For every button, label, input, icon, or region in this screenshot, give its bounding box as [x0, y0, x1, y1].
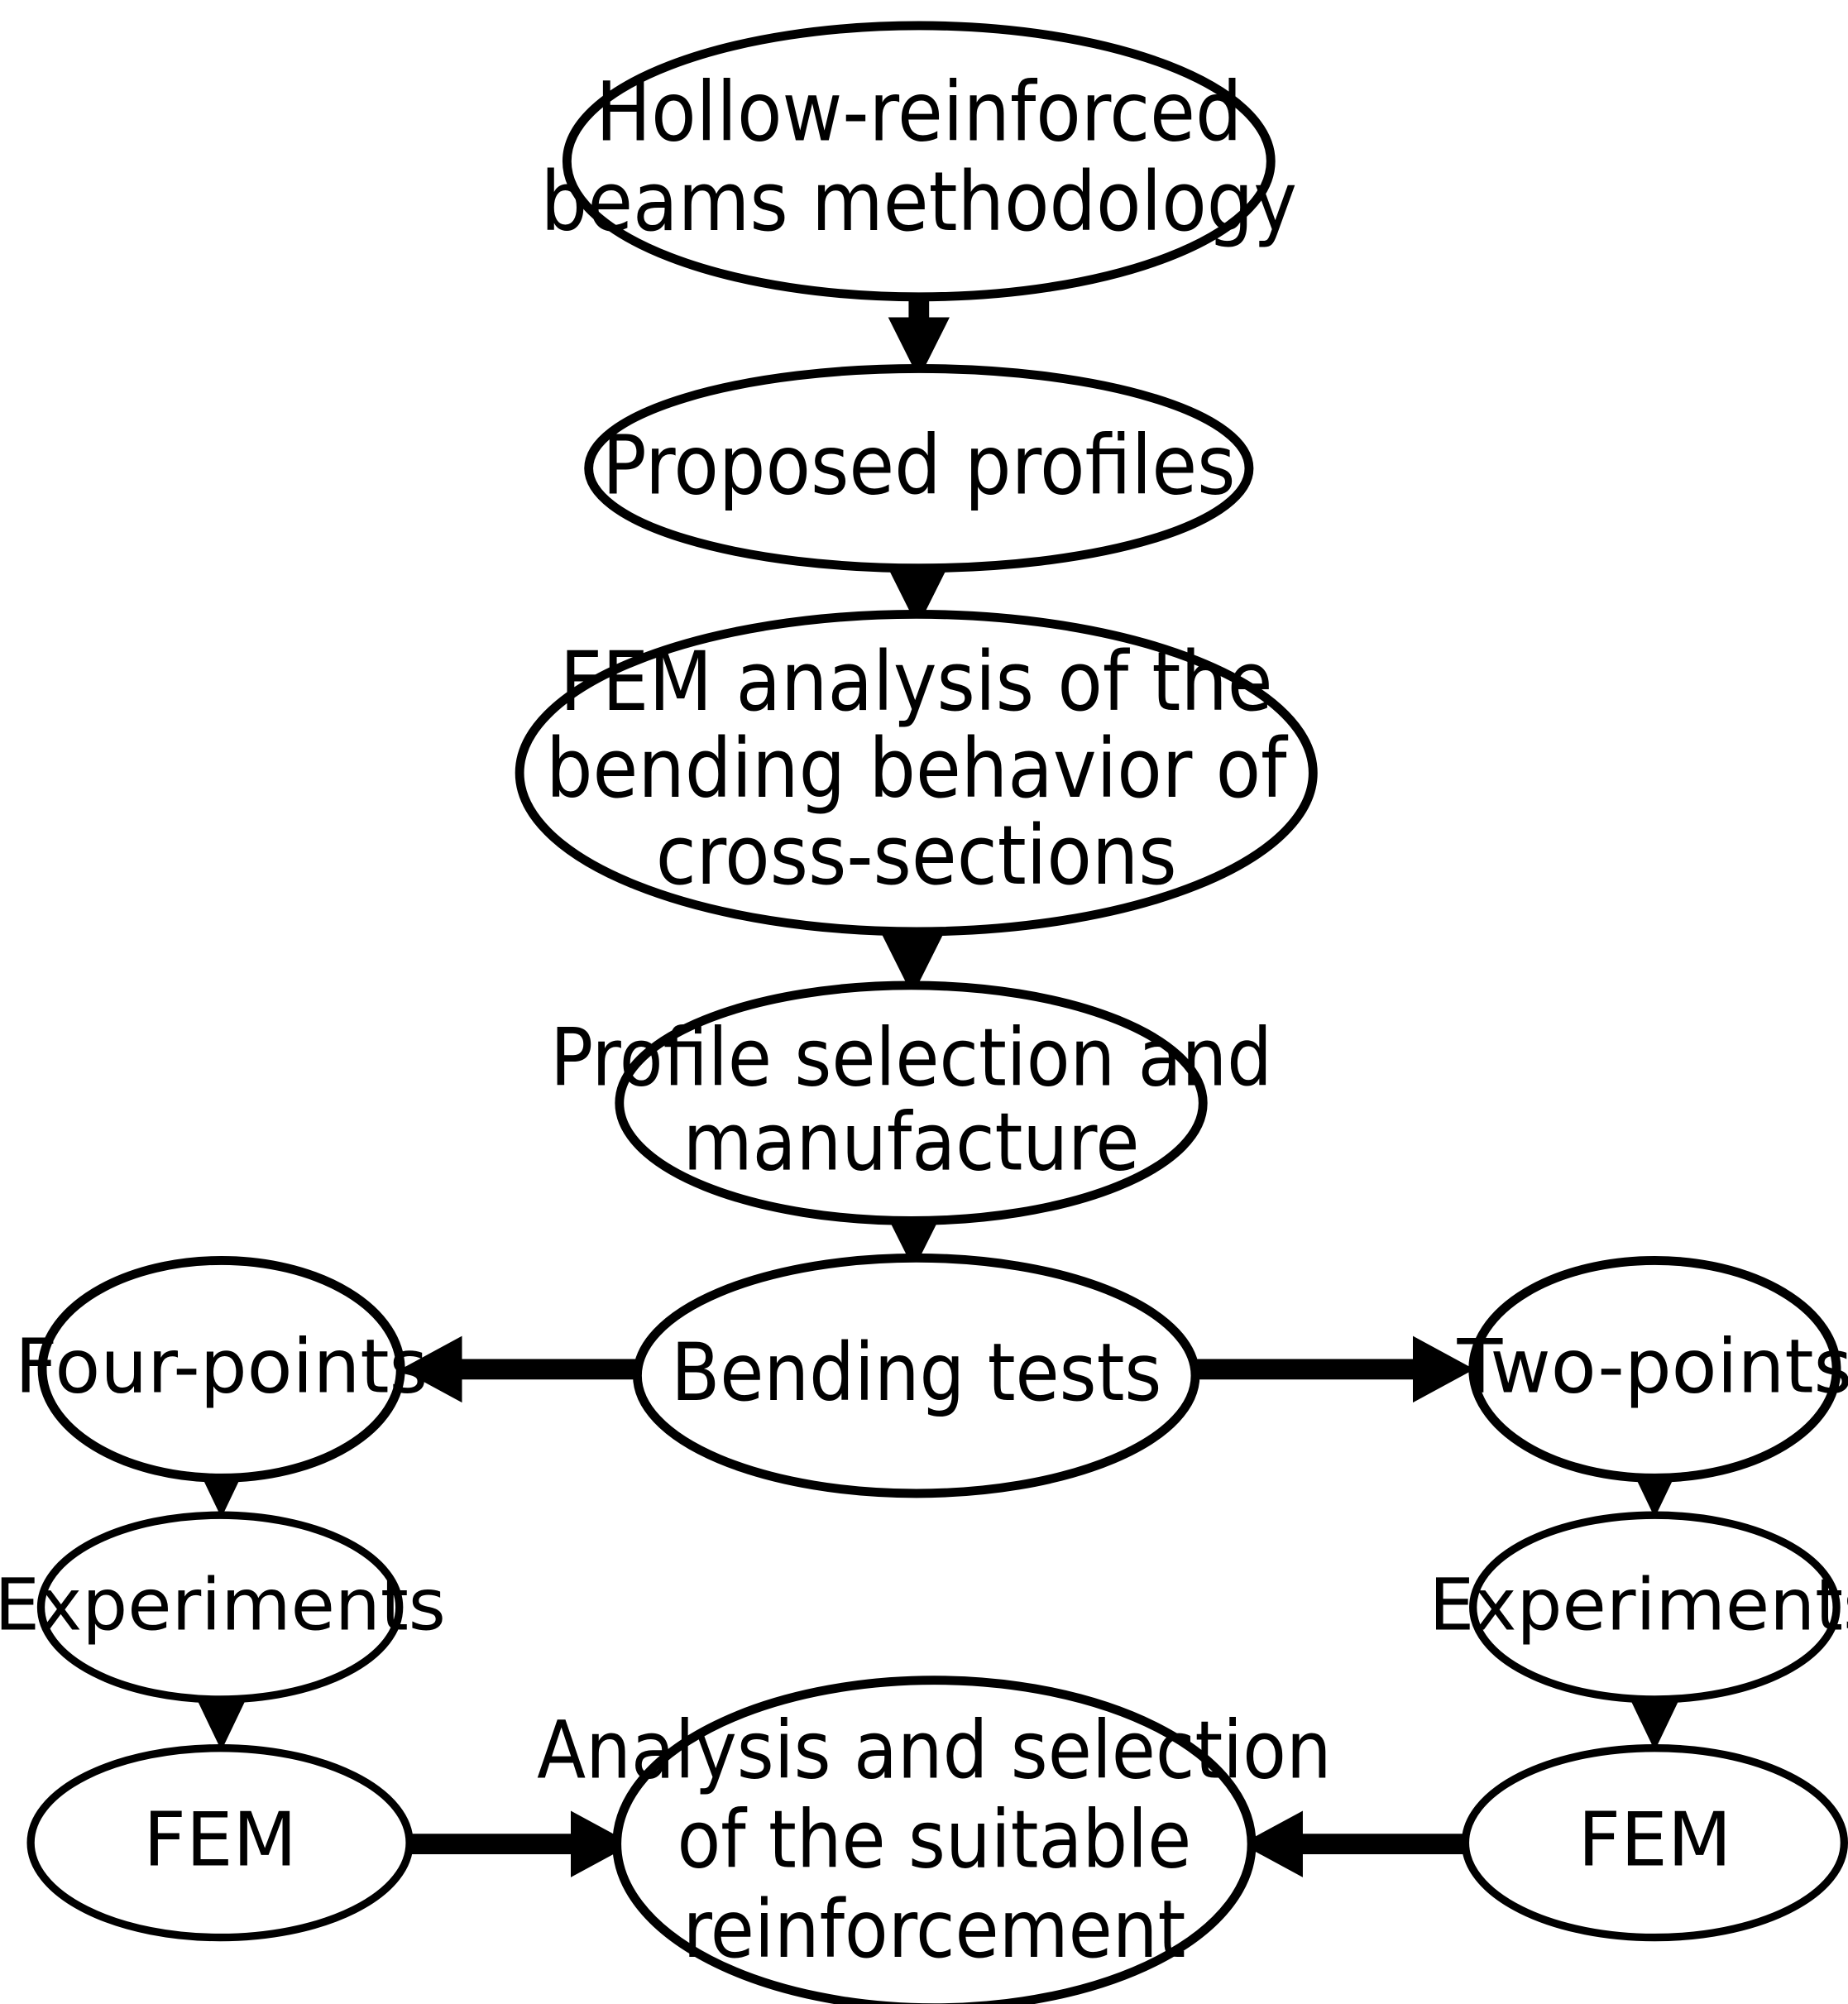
node-fem-analysis-label-line2: bending behavior of: [546, 722, 1289, 817]
edge-bending-to-four: [400, 1335, 638, 1403]
node-two-points-label: Two-points: [1456, 1324, 1848, 1410]
edge-bending-to-two: [1194, 1335, 1475, 1403]
node-fem-analysis-label-line1: FEM analysis of the: [560, 635, 1273, 730]
edge-fem-right-to-analysis: [1241, 1810, 1468, 1877]
edge-methodology-to-proposed: [888, 296, 950, 379]
node-profile-selection-label-line2: manufacture: [683, 1096, 1140, 1189]
node-fem-left[interactable]: FEM: [26, 1744, 414, 1942]
node-experiments-right-label: Experiments: [1429, 1565, 1848, 1647]
node-proposed-profiles-label: Proposed profiles: [602, 419, 1236, 514]
node-four-points[interactable]: Four-points: [15, 1256, 428, 1483]
node-fem-left-label: FEM: [143, 1798, 297, 1884]
node-methodology-label-line2: beams methodology: [541, 155, 1297, 250]
node-analysis-selection-label-line2: of the suitable: [677, 1794, 1192, 1887]
node-proposed-profiles[interactable]: Proposed profiles: [584, 364, 1254, 573]
node-analysis-selection-label-line3: reinforcement: [682, 1883, 1185, 1976]
node-profile-selection-label-line1: Profile selection and: [550, 1012, 1272, 1105]
node-fem-right-label: FEM: [1578, 1798, 1732, 1884]
node-methodology[interactable]: Hollow-reinforced beams methodology: [541, 21, 1297, 302]
node-analysis-selection-label-line1: Analysis and selection: [537, 1704, 1331, 1796]
node-two-points[interactable]: Two-points: [1456, 1256, 1848, 1483]
node-fem-analysis[interactable]: FEM analysis of the bending behavior of …: [515, 609, 1318, 937]
node-analysis-selection[interactable]: Analysis and selection of the suitable r…: [537, 1676, 1332, 2004]
node-bending-tests[interactable]: Bending tests: [633, 1253, 1200, 1498]
node-four-points-label: Four-points: [15, 1324, 428, 1410]
node-fem-right[interactable]: FEM: [1461, 1744, 1848, 1942]
node-profile-selection[interactable]: Profile selection and manufacture: [550, 980, 1272, 1225]
node-experiments-left-label: Experiments: [0, 1565, 446, 1647]
node-experiments-right[interactable]: Experiments: [1429, 1511, 1848, 1704]
edge-fem-left-to-analysis: [406, 1810, 633, 1877]
node-fem-analysis-label-line3: cross-sections: [656, 808, 1177, 904]
node-experiments-left[interactable]: Experiments: [0, 1511, 446, 1704]
node-methodology-label-line1: Hollow-reinforced: [596, 65, 1242, 161]
node-bending-tests-label: Bending tests: [671, 1326, 1161, 1419]
